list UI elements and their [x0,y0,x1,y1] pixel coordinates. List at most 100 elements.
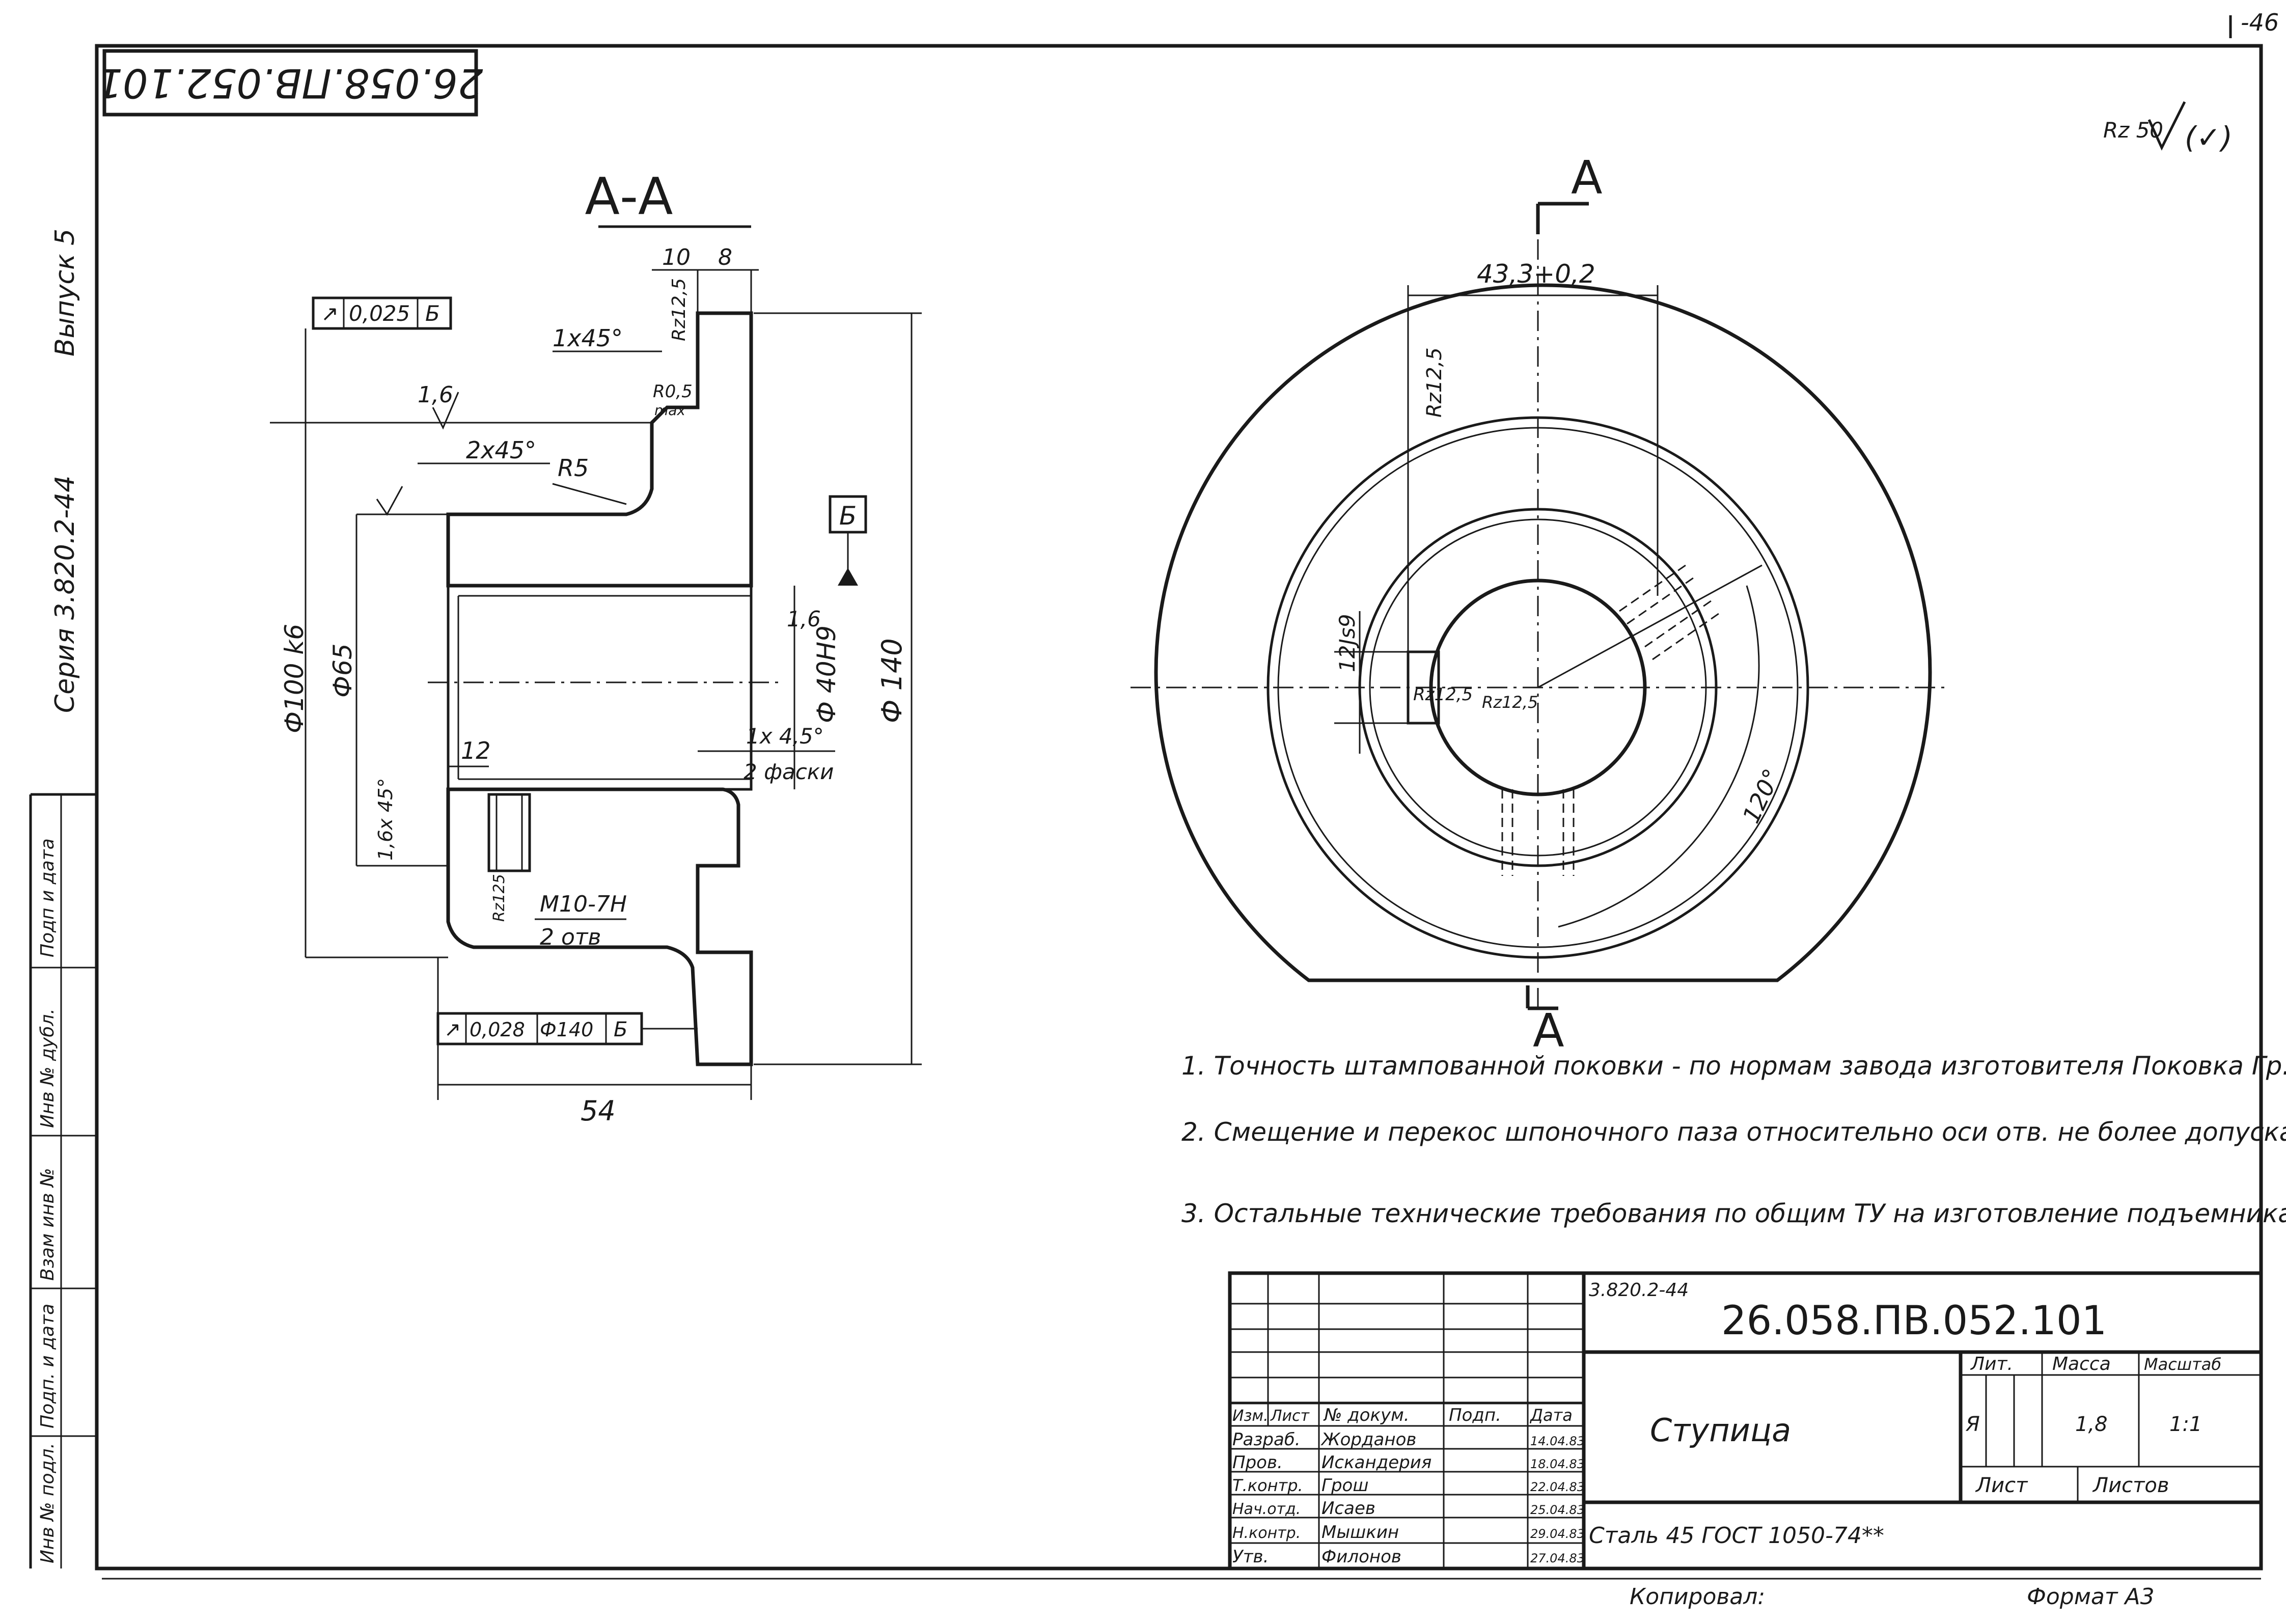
tb-name-6: Филонов [1321,1547,1401,1567]
stamp-field-3: Взам инв № [37,1168,58,1281]
top-code-mirrored: 26.058.ПВ.052.101 [97,60,483,105]
tb-name-4: Исаев [1321,1498,1375,1519]
keyway-width: 12Js9 [1335,614,1360,672]
dim-10: 10 [662,244,691,270]
runout2-value: 0,028 [470,1019,525,1041]
thread-spec: M10-7H [540,891,627,917]
tb-name-2: Искандерия [1321,1452,1431,1473]
runout2-dia: Ф140 [540,1019,593,1041]
section-mark-top: А [1571,151,1603,205]
tb-date-2: 18.04.83 [1530,1457,1585,1471]
drawing-frame [29,44,2263,1571]
hub-body-lower [446,787,753,1066]
tb-date-1: 14.04.83 [1530,1434,1585,1448]
tb-role-6: Утв. [1232,1547,1269,1567]
note-2-text: 2. Смещение и перекос шпоночного паза от… [1181,1117,2286,1147]
tb-date-4: 25.04.83 [1530,1503,1585,1517]
note-1-text: 1. Точность штампованной поковки - по но… [1181,1051,2286,1081]
tb-scale-value: 1:1 [2169,1413,2202,1436]
tb-part-name: Ступица [1650,1412,1791,1449]
dim-d40: Ф 40H9 [812,625,841,723]
dim-d140: Ф 140 [876,638,908,723]
tb-name-1: Жорданов [1320,1429,1416,1450]
section-view: А-А Ф 140 Ф 40H9 1,6 Б [270,167,922,1127]
rz-key-2: Rz12,5 [1482,693,1538,712]
note-3-text: 3. Остальные технические требования по о… [1181,1199,2286,1228]
stamp-field-4: Подп. и дата [37,1304,58,1428]
runout-datum: Б [425,301,440,326]
stamp-field-5: Инв № подл. [37,1443,58,1563]
runout2-symbol: ↗ [444,1018,461,1041]
note-1: 1. Точность штампованной поковки - по но… [1181,1051,2286,1081]
outer-flange [1154,283,1932,982]
thread-count: 2 отв [540,924,601,950]
tb-role-4: Нач.отд. [1232,1500,1301,1518]
tb-role-1: Разраб. [1232,1429,1301,1450]
page-number: -46 [2241,9,2279,36]
chamfer-2x45: 2x45° [466,436,536,464]
tb-name-5: Мышкин [1321,1522,1399,1543]
rz-other-label: (✓) [2185,120,2233,155]
tb-header-izm: Изм. [1232,1407,1269,1425]
chamfer-top: 1x45° [553,324,623,352]
stamp-field-1: Подп и дата [37,838,58,957]
r05-label: R0,5 [653,381,693,402]
tb-name-3: Грош [1321,1475,1368,1496]
rough-1-6-b: 1,6 [787,607,821,631]
tb-date-5: 29.04.83 [1530,1527,1585,1541]
tb-role-2: Пров. [1232,1452,1283,1473]
runout2-datum: Б [614,1018,627,1041]
stamp-field-2: Инв № дубл. [37,1008,58,1128]
technical-notes: 1. Точность штампованной поковки - по но… [1181,1051,2286,1228]
plan-view: А 43,3+0,2 Rz12,5 12Js9 [1131,151,1945,1058]
dim-keyway-depth: 43,3+0,2 [1477,259,1595,289]
tb-header-sign: Подп. [1449,1405,1501,1425]
tb-date-3: 22.04.83 [1530,1480,1585,1494]
chamfer-count: 2 фаски [743,759,834,784]
vypusk-label: Выпуск 5 [50,229,80,356]
rz125-thread: Rz125 [490,874,508,922]
tb-material: Сталь 45 ГОСТ 1050-74** [1589,1523,1884,1549]
tb-series-ref: 3.820.2-44 [1589,1280,1689,1301]
tb-col-lit: Лит. [1970,1354,2013,1374]
runout-symbol: ↗ [321,301,339,326]
tb-col-mass: Масса [2052,1354,2111,1374]
rz-outer: Rz12,5 [1423,347,1446,418]
r5-label: R5 [558,454,589,482]
tb-sheet-label: Лист [1975,1474,2028,1497]
rough-1-6-a: 1,6 [418,382,453,408]
dim-12: 12 [461,737,491,764]
tb-header-list: Лист [1270,1407,1310,1425]
general-roughness-symbol: Rz 50 (✓) [2103,101,2233,155]
datum-b: Б [839,501,857,531]
rz-top: Rz12,5 [669,278,690,341]
tb-mass-value: 1,8 [2075,1413,2108,1436]
angle-120: 120° [1737,764,1786,827]
note-3: 3. Остальные технические требования по о… [1181,1199,2286,1228]
tb-col-scale: Масштаб [2144,1355,2221,1374]
tb-role-5: Н.контр. [1232,1524,1301,1542]
section-title: А-А [585,167,673,226]
dim-d65: Ф65 [328,643,357,698]
r05-sub: max [654,402,685,419]
runout-value: 0,025 [349,301,410,326]
chamfer-1-6: 1,6x 45° [374,778,397,861]
tb-role-3: Т.контр. [1232,1476,1303,1495]
rz-key-1: Rz12,5 [1413,684,1473,705]
tb-lit-value: Я [1965,1413,1980,1436]
footer-format: Формат А3 [2027,1584,2155,1610]
dim-54: 54 [581,1095,616,1127]
footer-copied: Копировал: [1630,1584,1765,1610]
title-block: Изм. Лист № докум. Подп. Дата Разраб. Жо… [1228,1271,2263,1571]
seriya-label: Серия 3.820.2-44 [50,476,80,713]
tb-designation: 26.058.ПВ.052.101 [1721,1298,2107,1344]
tb-header-doc: № докум. [1323,1405,1410,1425]
note-2: 2. Смещение и перекос шпоночного паза от… [1181,1117,2286,1147]
tb-date-6: 27.04.83 [1530,1551,1585,1565]
chamfer-1x45: 1x 4,5° [746,724,824,749]
tb-header-date: Дата [1529,1406,1573,1425]
tb-sheets-label: Листов [2092,1474,2169,1497]
dim-8: 8 [718,244,732,270]
top-code-box: 26.058.ПВ.052.101 [97,49,483,117]
